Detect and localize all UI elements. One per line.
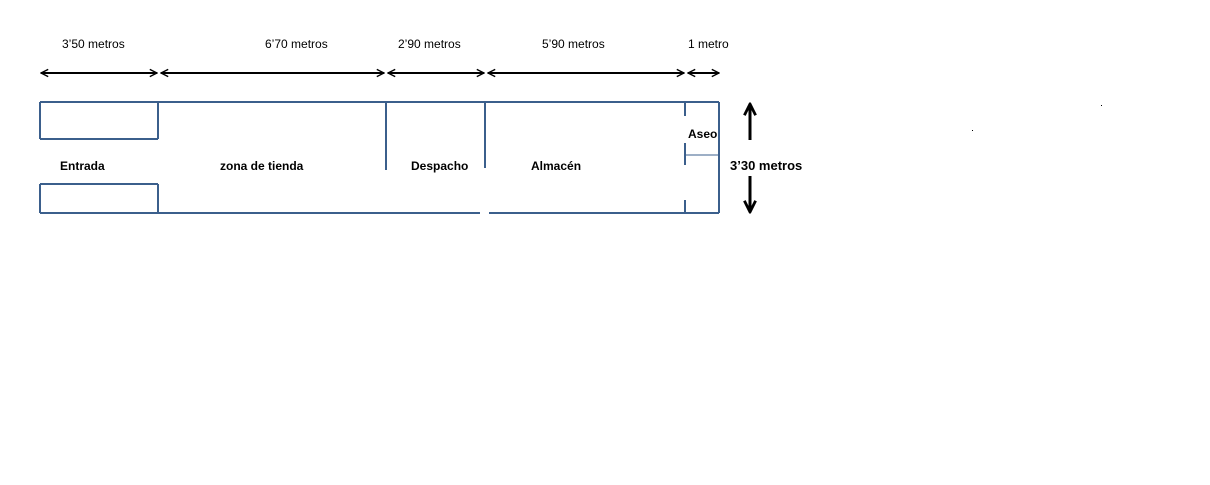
dimension-label-almacen: 5’90 metros: [542, 37, 605, 51]
dimension-label-entrada: 3’50 metros: [62, 37, 125, 51]
walls: [39, 101, 720, 214]
dimension-label-aseo: 1 metro: [688, 37, 729, 51]
room-label-despacho: Despacho: [411, 159, 469, 173]
room-label-almacen: Almacén: [531, 159, 582, 173]
stray-dot: [1101, 105, 1102, 106]
room-label-tienda: zona de tienda: [220, 159, 304, 173]
stray-dot: [972, 130, 973, 131]
dimension-label-despacho: 2’90 metros: [398, 37, 461, 51]
height-label: 3’30 metros: [730, 158, 803, 173]
dimension-label-tienda: 6’70 metros: [265, 37, 328, 51]
room-label-aseo: Aseo: [688, 127, 718, 141]
room-label-entrada: Entrada: [60, 159, 105, 173]
